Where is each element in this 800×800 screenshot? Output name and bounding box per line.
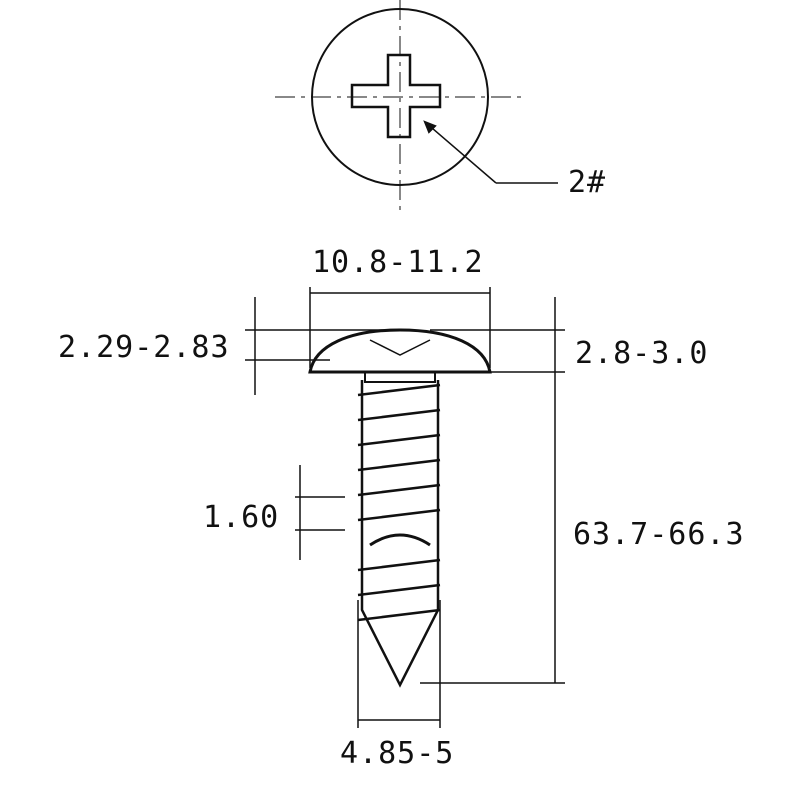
thread-diameter-label: 4.85-5 bbox=[340, 736, 455, 771]
thread-pitch-label: 1.60 bbox=[203, 500, 280, 535]
dimensions bbox=[245, 287, 565, 728]
driver-size-label: 2# bbox=[568, 165, 607, 200]
head-height-right-label: 2.8-3.0 bbox=[575, 336, 709, 371]
head-diameter-label: 10.8-11.2 bbox=[312, 245, 484, 280]
top-view bbox=[275, 0, 558, 215]
head-height-left-label: 2.29-2.83 bbox=[58, 330, 230, 365]
total-length-label: 63.7-66.3 bbox=[573, 517, 745, 552]
side-view bbox=[308, 328, 492, 688]
